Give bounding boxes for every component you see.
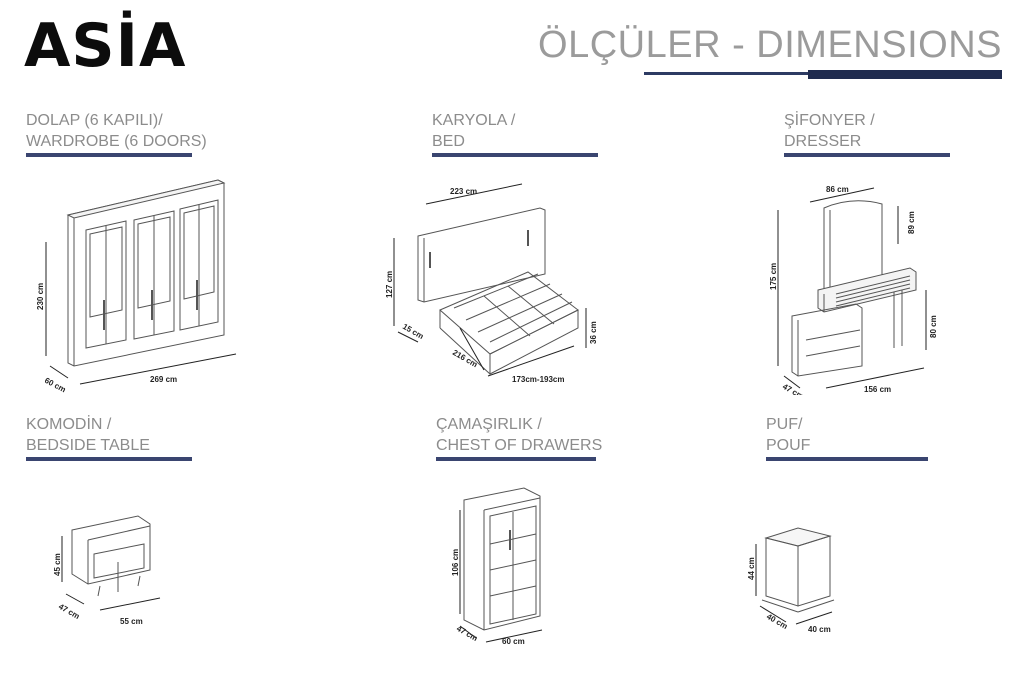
chest-of-drawers-drawing: 106 cm 47 cm 60 cm bbox=[451, 487, 543, 646]
section-label-line2: BED bbox=[432, 133, 465, 150]
bedside-height-dim: 45 cm bbox=[53, 553, 62, 576]
section-label-line1: KOMODİN / bbox=[26, 416, 112, 433]
bed-head-height-dim: 127 cm bbox=[385, 271, 394, 298]
section-underline bbox=[26, 153, 192, 157]
bedside-width-dim: 55 cm bbox=[120, 617, 143, 626]
section-wardrobe: DOLAP (6 KAPILI)/ WARDROBE (6 DOORS) bbox=[26, 110, 207, 157]
dresser-drawing: 86 cm 89 cm 175 cm 80 cm 47 cm 156 cm bbox=[769, 185, 938, 395]
section-dresser: ŞİFONYER / DRESSER bbox=[784, 110, 950, 157]
header-divider-thick bbox=[808, 70, 1002, 79]
section-label-line2: POUF bbox=[766, 437, 811, 454]
section-underline bbox=[436, 457, 596, 461]
section-underline bbox=[766, 457, 928, 461]
section-pouf: PUF/ POUF bbox=[766, 414, 928, 461]
wardrobe-drawing: 230 cm 60 cm 269 cm bbox=[36, 179, 237, 395]
section-underline bbox=[784, 153, 950, 157]
wardrobe-height-dim: 230 cm bbox=[36, 283, 45, 310]
bed-side-height-dim: 36 cm bbox=[589, 321, 598, 344]
section-label-line1: PUF/ bbox=[766, 416, 803, 433]
wardrobe-depth-dim: 60 cm bbox=[43, 376, 67, 395]
bed-thickness-dim: 15 cm bbox=[401, 322, 425, 341]
chest-width-dim: 60 cm bbox=[502, 637, 525, 646]
section-label-line1: KARYOLA / bbox=[432, 112, 516, 129]
section-label-line2: DRESSER bbox=[784, 133, 862, 150]
dresser-depth-dim: 47 cm bbox=[781, 382, 805, 395]
bedside-depth-dim: 47 cm bbox=[57, 602, 81, 621]
chest-height-dim: 106 cm bbox=[451, 549, 460, 576]
section-label-line1: DOLAP (6 KAPILI)/ bbox=[26, 112, 163, 129]
section-label-line2: BEDSIDE TABLE bbox=[26, 437, 150, 454]
section-chest-of-drawers: ÇAMAŞIRLIK / CHEST OF DRAWERS bbox=[436, 414, 602, 461]
dresser-mirror-height-dim: 89 cm bbox=[907, 211, 916, 234]
pouf-drawing: 44 cm 40 cm 40 cm bbox=[747, 527, 835, 634]
chest-depth-dim: 47 cm bbox=[455, 624, 479, 643]
dresser-mirror-width-dim: 86 cm bbox=[826, 185, 849, 194]
dresser-width-dim: 156 cm bbox=[864, 385, 891, 394]
section-label-line2: WARDROBE (6 DOORS) bbox=[26, 133, 207, 150]
wardrobe-width-dim: 269 cm bbox=[150, 375, 177, 384]
pouf-height-dim: 44 cm bbox=[747, 557, 756, 580]
section-underline bbox=[432, 153, 598, 157]
dresser-desk-height-dim: 80 cm bbox=[929, 315, 938, 338]
section-bedside-table: KOMODİN / BEDSIDE TABLE bbox=[26, 414, 192, 461]
section-bed: KARYOLA / BED bbox=[432, 110, 598, 157]
page-title: ÖLÇÜLER - DIMENSIONS bbox=[538, 24, 1002, 66]
pouf-depth-dim: 40 cm bbox=[765, 612, 789, 631]
section-label-line1: ŞİFONYER / bbox=[784, 112, 875, 129]
bed-width-dim: 223 cm bbox=[450, 187, 477, 196]
bed-drawing: 223 cm 127 cm 15 cm 216 cm 173cm-193cm 3… bbox=[385, 183, 598, 384]
brand-logo: ASİA bbox=[24, 11, 187, 81]
section-label-line1: ÇAMAŞIRLIK / bbox=[436, 416, 542, 433]
bedside-table-drawing: 45 cm 47 cm 55 cm bbox=[53, 515, 161, 626]
section-label-line2: CHEST OF DRAWERS bbox=[436, 437, 603, 454]
section-underline bbox=[26, 457, 192, 461]
bed-inner-width-dim: 173cm-193cm bbox=[512, 375, 564, 384]
pouf-width-dim: 40 cm bbox=[808, 625, 831, 634]
dresser-total-height-dim: 175 cm bbox=[769, 263, 778, 290]
